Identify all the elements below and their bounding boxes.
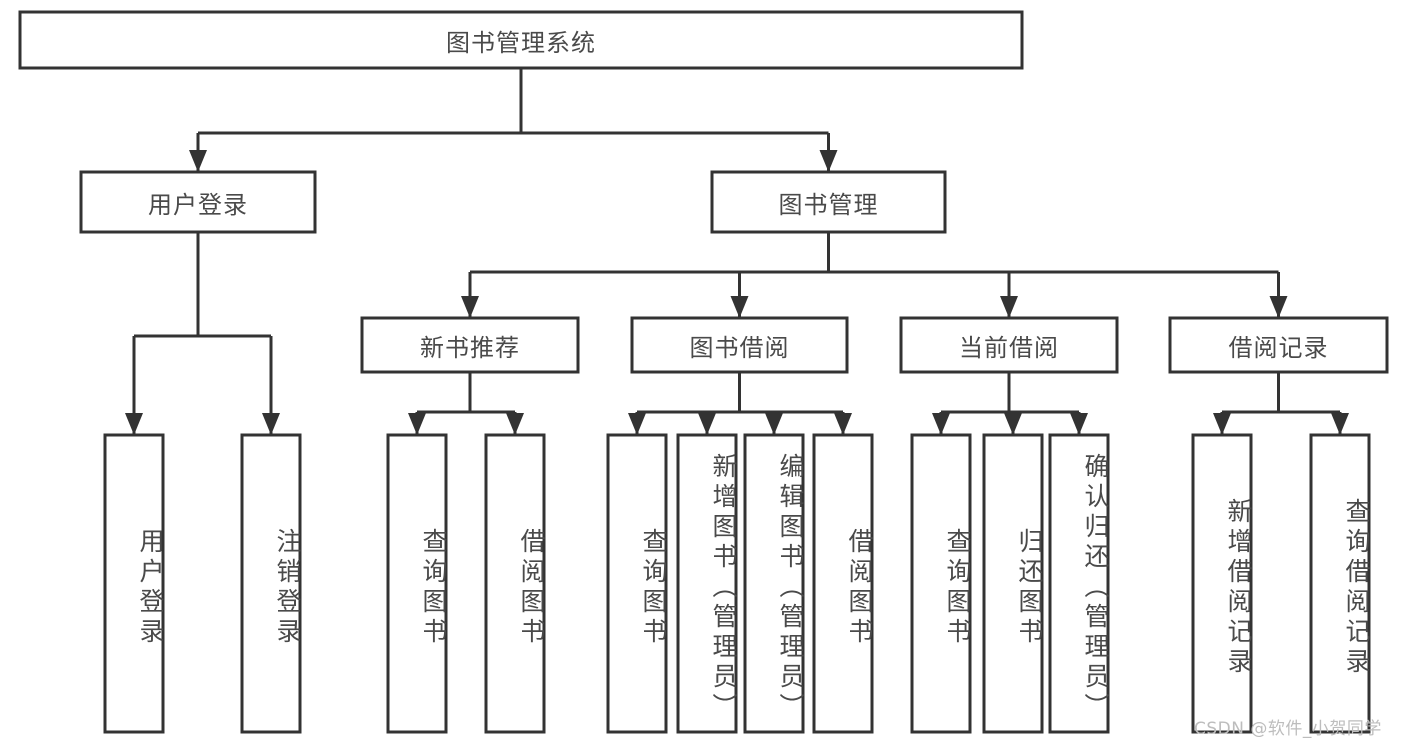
node-box-leaf-add-book[interactable] <box>676 433 738 734</box>
leaf-fan-borrow-record-arrow-leaf-add-record <box>1213 413 1231 435</box>
node-box-book-borrow[interactable] <box>630 316 849 374</box>
node-box-borrow-record[interactable] <box>1168 316 1389 374</box>
leaf-fan-new-book-recommend-arrow-leaf-borrow-book-new <box>506 413 524 435</box>
node-box-root[interactable] <box>18 10 1024 70</box>
leaf-fan-user-login-arrow-leaf-user-login <box>125 413 143 435</box>
node-box-book-management[interactable] <box>710 170 947 234</box>
leaf-fan-new-book-recommend-arrow-leaf-query-book-new <box>408 413 426 435</box>
node-box-new-book-recommend[interactable] <box>360 316 580 374</box>
leaf-fan-borrow-record-arrow-leaf-query-record <box>1331 413 1349 435</box>
node-box-leaf-query-book-current[interactable] <box>910 433 972 734</box>
node-box-leaf-borrow-book[interactable] <box>812 433 874 734</box>
bookmgmt-to-level3-arrow-current-borrow <box>1000 296 1018 318</box>
root-to-level2-arrow-book-management <box>819 150 838 172</box>
node-box-leaf-logout[interactable] <box>240 433 302 734</box>
leaf-fan-current-borrow-arrow-leaf-query-book-current <box>932 413 950 435</box>
node-box-leaf-add-record[interactable] <box>1191 433 1253 734</box>
node-box-leaf-return-book[interactable] <box>982 433 1044 734</box>
leaf-fan-book-borrow-arrow-leaf-edit-book <box>765 413 783 435</box>
boxes-layer <box>18 10 1389 734</box>
node-box-current-borrow[interactable] <box>899 316 1119 374</box>
node-box-leaf-confirm-return[interactable] <box>1048 433 1110 734</box>
bookmgmt-to-level3-arrow-borrow-record <box>1269 296 1288 318</box>
leaf-fan-current-borrow-arrow-leaf-return-book <box>1004 413 1022 435</box>
node-box-leaf-borrow-book-new[interactable] <box>484 433 546 734</box>
node-box-leaf-query-book-new[interactable] <box>386 433 448 734</box>
leaf-fan-current-borrow-arrow-leaf-confirm-return <box>1070 413 1088 435</box>
node-box-leaf-user-login[interactable] <box>103 433 165 734</box>
node-box-user-login[interactable] <box>79 170 317 234</box>
leaf-fan-book-borrow-arrow-leaf-borrow-book <box>834 413 852 435</box>
connectors-layer <box>125 68 1349 435</box>
bookmgmt-to-level3-arrow-book-borrow <box>730 296 749 318</box>
node-box-leaf-query-book-borrow[interactable] <box>606 433 668 734</box>
root-to-level2-arrow-user-login <box>189 150 207 172</box>
leaf-fan-book-borrow-arrow-leaf-query-book-borrow <box>628 413 646 435</box>
leaf-fan-user-login-arrow-leaf-logout <box>262 413 280 435</box>
leaf-fan-book-borrow-arrow-leaf-add-book <box>698 413 716 435</box>
node-box-leaf-query-record[interactable] <box>1309 433 1371 734</box>
bookmgmt-to-level3-arrow-new-book-recommend <box>461 296 479 318</box>
node-box-leaf-edit-book[interactable] <box>743 433 805 734</box>
